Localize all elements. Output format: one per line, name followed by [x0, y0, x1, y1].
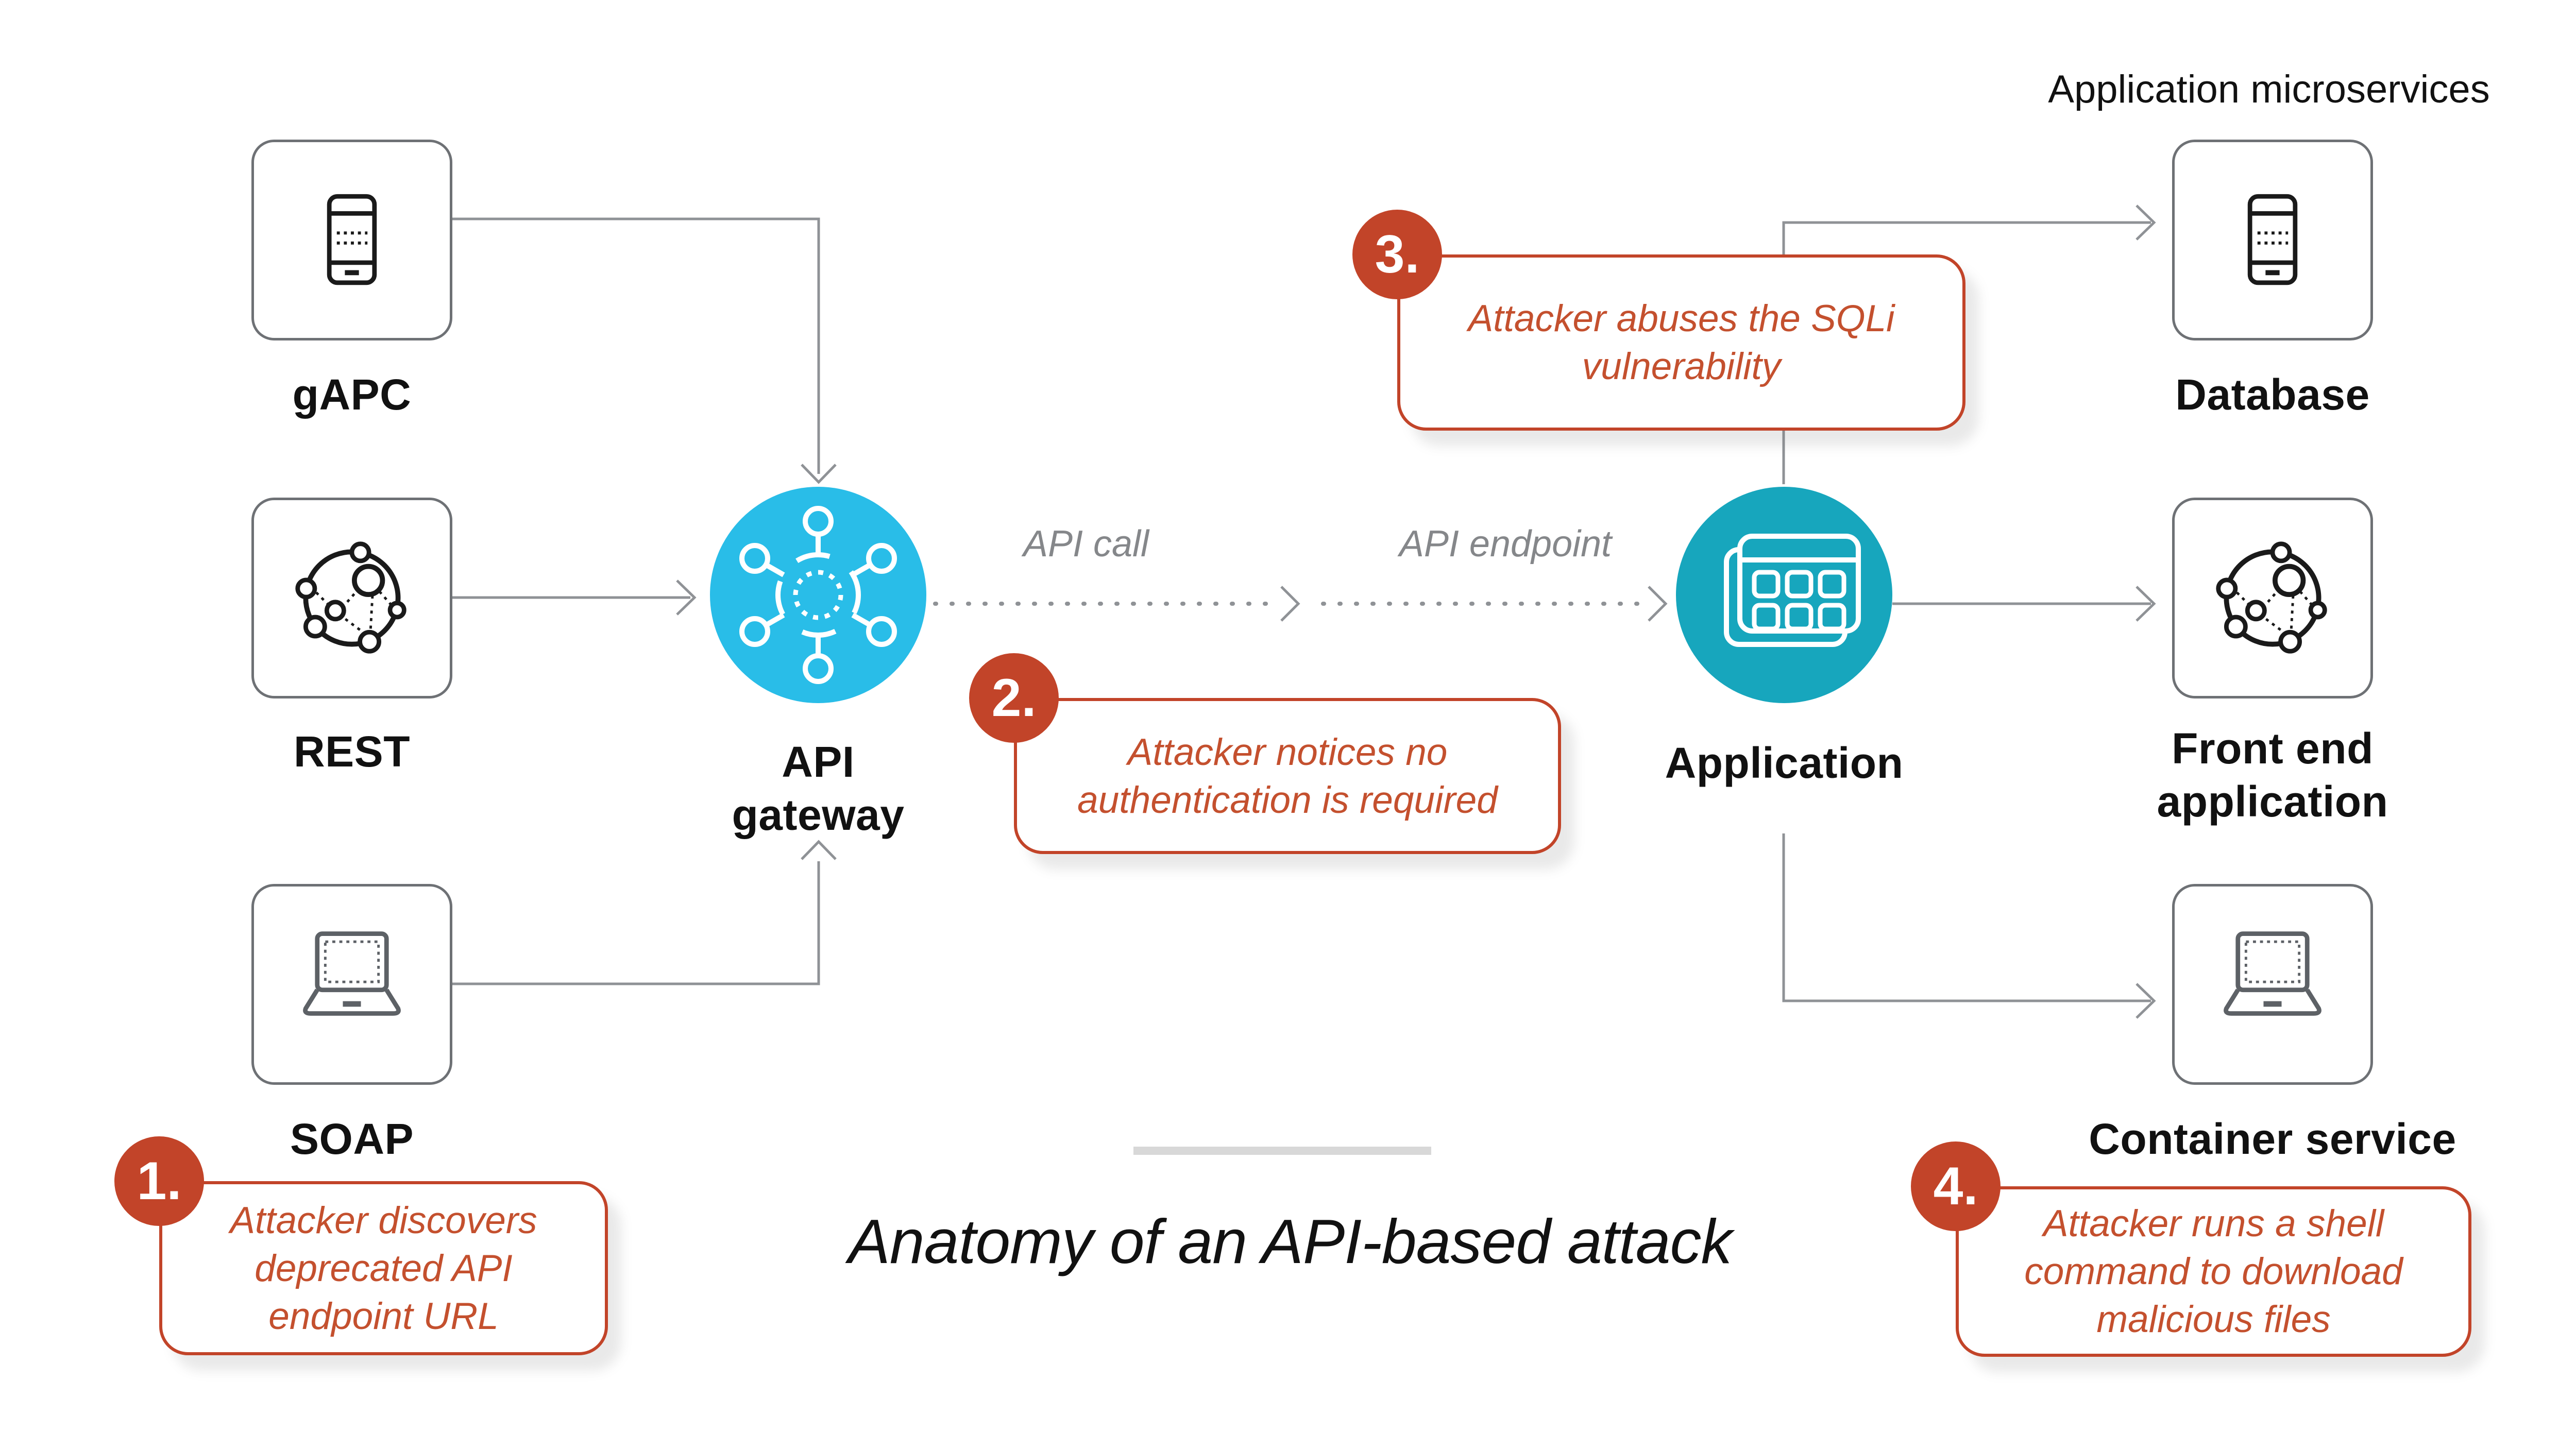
callout-step-1: Attacker discovers deprecated API endpoi… — [159, 1181, 608, 1355]
connector-application-container — [1782, 833, 2151, 1002]
laptop-icon — [303, 931, 401, 1016]
api-gateway-label-line2: gateway — [732, 791, 905, 839]
gapc-node — [251, 140, 452, 340]
network-sphere-icon — [2216, 541, 2327, 654]
api-call-label: API call — [1023, 523, 1149, 565]
rest-node — [251, 498, 452, 698]
callout-1-text-line1: Attacker discovers — [230, 1199, 537, 1241]
step-4-badge: 4. — [1911, 1141, 2001, 1231]
api-hub-icon — [739, 506, 897, 684]
arrowhead-api-call — [1280, 586, 1300, 622]
callout-3-text-line2: vulnerability — [1582, 346, 1781, 387]
step-2-badge: 2. — [969, 653, 1059, 743]
rest-label: REST — [293, 727, 411, 776]
frontend-label-line2: application — [2157, 777, 2388, 826]
app-window-grid-icon — [1724, 534, 1861, 647]
laptop-icon — [2224, 931, 2321, 1016]
api-gateway-node — [710, 487, 926, 703]
frontend-label-line1: Front end — [2172, 724, 2374, 773]
arrowhead-frontend — [2136, 586, 2156, 622]
frontend-label: Front end application — [2041, 722, 2504, 828]
database-server-icon — [2247, 194, 2298, 285]
callout-2-text-line1: Attacker notices no — [1127, 731, 1448, 773]
container-node — [2172, 884, 2373, 1085]
soap-node — [251, 884, 452, 1085]
application-node — [1676, 487, 1892, 703]
arrowhead-right-gateway — [676, 579, 697, 616]
mobile-device-icon — [327, 194, 377, 285]
container-label: Container service — [2089, 1115, 2456, 1163]
connector-soap-gateway — [452, 861, 820, 985]
connector-gapc-gateway — [452, 217, 820, 474]
api-gateway-label-line1: API — [782, 738, 855, 786]
network-sphere-icon — [295, 541, 406, 654]
database-node — [2172, 140, 2373, 340]
title-divider — [1133, 1147, 1431, 1155]
callout-4-text-line3: malicious files — [2096, 1299, 2331, 1340]
page-title: Anatomy of an API-based attack — [848, 1206, 1732, 1276]
arrowhead-container — [2136, 983, 2156, 1019]
arrowhead-api-endpoint — [1648, 586, 1668, 622]
frontend-node — [2172, 498, 2373, 698]
step-1-badge: 1. — [114, 1136, 204, 1226]
arrowhead-down-gateway — [801, 464, 837, 484]
arrowhead-up-gateway — [801, 840, 837, 860]
api-gateway-label: API gateway — [586, 736, 1050, 842]
callout-3-text-line1: Attacker abuses the SQLi — [1468, 298, 1895, 339]
callout-2-text-line2: authentication is required — [1077, 779, 1498, 821]
application-microservices-heading: Application microservices — [2048, 67, 2490, 111]
database-label: Database — [2175, 370, 2370, 419]
gapc-label: gAPC — [292, 370, 412, 419]
step-3-badge: 3. — [1352, 210, 1442, 299]
callout-step-2: Attacker notices no authentication is re… — [1014, 698, 1561, 854]
callout-4-text-line2: command to download — [2024, 1251, 2403, 1292]
callout-1-text-line2: deprecated API — [255, 1247, 513, 1289]
callout-1-text-line3: endpoint URL — [268, 1295, 499, 1337]
soap-label: SOAP — [290, 1115, 414, 1163]
arrowhead-database — [2136, 204, 2156, 241]
application-label: Application — [1665, 739, 1904, 787]
callout-4-text-line1: Attacker runs a shell — [2043, 1203, 2384, 1245]
callout-step-3: Attacker abuses the SQLi vulnerability — [1397, 254, 1965, 431]
api-endpoint-label: API endpoint — [1399, 523, 1612, 565]
callout-step-4: Attacker runs a shell command to downloa… — [1956, 1186, 2471, 1357]
